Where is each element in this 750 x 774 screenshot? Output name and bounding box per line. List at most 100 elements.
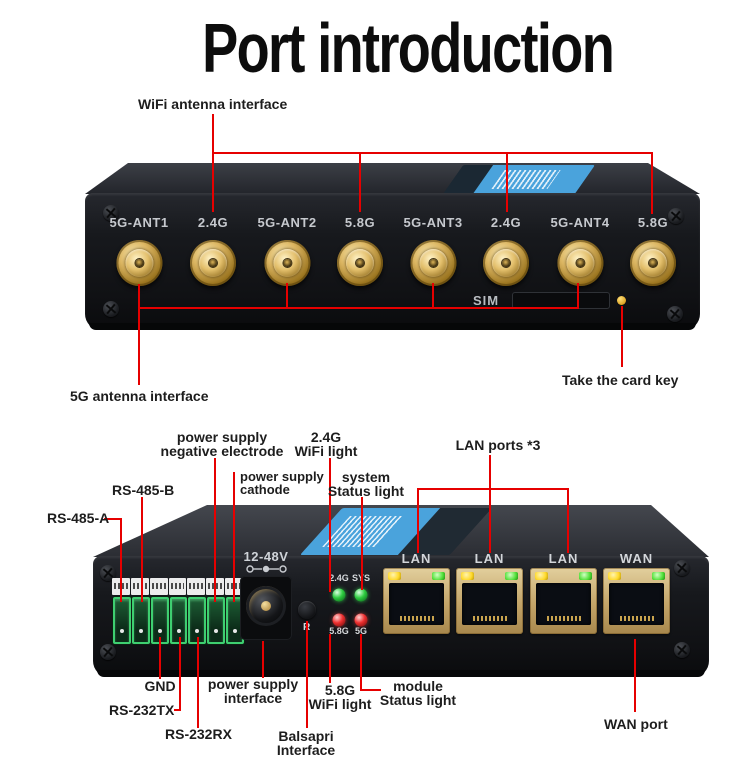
sma-connector-icon (264, 240, 310, 286)
annotation-line (634, 639, 636, 712)
annotation-line (174, 709, 181, 711)
antenna-port-label: 5G-ANT4 (550, 215, 610, 230)
antenna-port-label: 5G-ANT2 (257, 215, 317, 230)
antenna-port-label: 5.8G (637, 215, 669, 230)
sma-connector-icon (116, 240, 162, 286)
rj45-pins (619, 616, 654, 621)
annotation-line (360, 634, 362, 691)
eth-port-label: LAN (548, 551, 579, 566)
sma-connector-icon (190, 240, 236, 286)
device-top-face (93, 505, 709, 557)
port-led-yellow-icon (535, 572, 548, 580)
terminal-pin (131, 597, 150, 644)
label-rs232-rx: RS-232RX (165, 726, 232, 742)
rj45-pins (399, 616, 434, 621)
antenna-port-2: 2.4G (190, 215, 236, 286)
polarity-icon (246, 565, 287, 573)
antenna-port-4: 5.8G (337, 215, 383, 286)
annotation-line (138, 284, 140, 308)
terminal-pin-label (187, 578, 206, 595)
rj45-pins (546, 616, 581, 621)
annotation-line (621, 306, 623, 367)
label-negative-electrode: power supply negative electrode (160, 429, 284, 459)
lan-port-1: LAN (383, 551, 450, 634)
dc-power-jack (240, 576, 292, 640)
label-rs485-b: RS-485-B (112, 482, 175, 498)
label-58g-wifi-light: 5.8G WiFi light (308, 682, 372, 712)
led-5g-label: 5G (354, 626, 368, 636)
annotation-line (212, 152, 214, 212)
label-rs232-tx: RS-232TX (109, 702, 175, 718)
antenna-port-1: 5G-ANT1 (109, 215, 168, 286)
annotation-line (651, 152, 653, 214)
led-24g-label: 2.4G (329, 573, 349, 583)
terminal-pin-label (168, 578, 187, 595)
antenna-port-label: 5.8G (344, 215, 376, 230)
label-wan-port: WAN port (604, 716, 668, 732)
terminal-label-strip (112, 578, 244, 595)
label-wifi-antenna-interface: WiFi antenna interface (138, 96, 288, 112)
port-led-yellow-icon (461, 572, 474, 580)
led-58g-icon (332, 613, 346, 627)
sma-connector-icon (557, 240, 603, 286)
annotation-line (212, 152, 652, 154)
label-balsapri-interface: Balsapri Interface (276, 728, 336, 758)
port-led-green-icon (432, 572, 445, 580)
led-24g-icon (332, 588, 346, 602)
annotation-line (179, 637, 181, 711)
rj45-opening (462, 583, 517, 625)
label-power-cathode: power supply cathode (240, 469, 324, 497)
rj45-pins (472, 616, 507, 621)
wan-port-4: WAN (603, 551, 670, 634)
annotation-line (159, 637, 161, 679)
annotation-line (359, 152, 361, 212)
label-rs485-a: RS-485-A (47, 510, 110, 526)
port-led-yellow-icon (388, 572, 401, 580)
lan-port-2: LAN (456, 551, 523, 634)
terminal-pin (169, 597, 188, 644)
port-led-yellow-icon (608, 572, 621, 580)
annotation-line (120, 518, 122, 602)
antenna-port-5: 5G-ANT3 (403, 215, 462, 286)
led-sys-icon (354, 588, 368, 602)
antenna-port-label: 5G-ANT3 (403, 215, 463, 230)
rj45-connector (530, 568, 597, 634)
annotation-line (138, 307, 140, 385)
annotation-line (233, 472, 235, 602)
antenna-port-label: 5G-ANT1 (109, 215, 169, 230)
annotation-line (141, 497, 143, 602)
annotation-line (361, 497, 363, 590)
sim-eject-key-icon (617, 296, 626, 305)
annotation-line (104, 518, 122, 520)
led-58g-label: 5.8G (329, 626, 349, 636)
screw-icon (103, 205, 119, 221)
annotation-line (329, 458, 331, 592)
annotation-line (306, 621, 308, 728)
label-gnd: GND (144, 678, 176, 694)
rj45-opening (536, 583, 591, 625)
eth-port-label: LAN (474, 551, 505, 566)
sim-label: SIM (473, 293, 500, 308)
router-back-view: 5G-ANT1 2.4G 5G-ANT2 5.8G 5G-ANT3 2.4G 5G-ANT4… (85, 163, 700, 330)
eth-port-label: LAN (401, 551, 432, 566)
annotation-line (212, 114, 214, 152)
annotation-line (262, 641, 264, 678)
sma-connector-icon (337, 240, 383, 286)
label-power-supply-interface: power supply interface (207, 676, 299, 706)
label-system-status-light: system Status light (327, 469, 405, 499)
annotation-line (286, 283, 288, 308)
screw-icon (100, 565, 116, 581)
annotation-line (360, 689, 381, 691)
label-module-status-light: module Status light (379, 678, 457, 708)
antenna-port-6: 2.4G (483, 215, 529, 286)
port-led-green-icon (505, 572, 518, 580)
screw-icon (674, 642, 690, 658)
eth-port-label: WAN (619, 551, 654, 566)
terminal-pin (113, 597, 131, 644)
annotation-line (329, 634, 331, 683)
annotation-line (432, 283, 434, 308)
sma-connector-icon (630, 240, 676, 286)
rj45-opening (609, 583, 664, 625)
rj45-connector (603, 568, 670, 634)
